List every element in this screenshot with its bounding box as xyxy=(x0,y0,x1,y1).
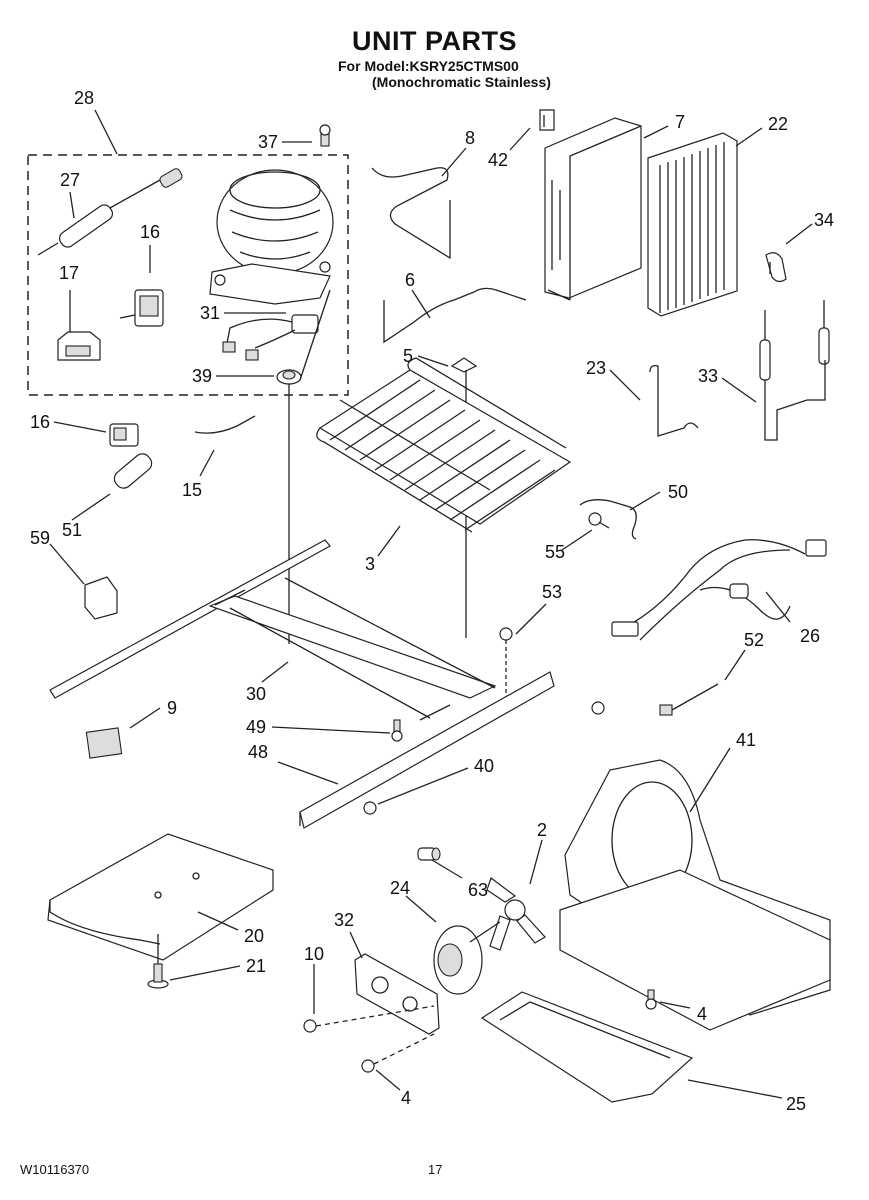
harness-26 xyxy=(611,539,827,641)
page-number: 17 xyxy=(428,1162,443,1177)
callout-49: 49 xyxy=(245,717,267,737)
relay-16b xyxy=(109,423,139,447)
clip-34 xyxy=(765,252,787,283)
condenser-shroud-7 xyxy=(544,117,642,301)
callout-3: 3 xyxy=(364,554,376,574)
callout-16: 16 xyxy=(139,222,161,242)
callout-17: 17 xyxy=(58,263,80,283)
callout-4b: 4 xyxy=(400,1088,412,1108)
wire-50 xyxy=(579,499,637,540)
rod-23 xyxy=(649,364,699,437)
compressor-assembly-box xyxy=(27,154,349,396)
rail-48 xyxy=(299,671,555,829)
callout-9: 9 xyxy=(166,698,178,718)
harness-31 xyxy=(222,314,319,361)
drier-33 xyxy=(759,300,830,441)
callout-40: 40 xyxy=(473,756,495,776)
callout-37: 37 xyxy=(257,132,279,152)
screw-49 xyxy=(391,719,403,742)
callout-34: 34 xyxy=(813,210,835,230)
callout-42: 42 xyxy=(487,150,509,170)
bolt-55 xyxy=(588,512,610,529)
callout-28: 28 xyxy=(73,88,95,108)
callout-51: 51 xyxy=(61,520,83,540)
screw-4a xyxy=(361,1033,435,1073)
foot-21 xyxy=(147,934,169,989)
callout-31: 31 xyxy=(199,303,221,323)
callout-23: 23 xyxy=(585,358,607,378)
grommet-39 xyxy=(276,289,331,644)
callout-59: 59 xyxy=(29,528,51,548)
fan-bracket-41 xyxy=(559,759,831,1031)
condenser-22 xyxy=(647,132,738,317)
evaporator-3 xyxy=(316,357,572,533)
callout-41: 41 xyxy=(735,730,757,750)
screw-37 xyxy=(319,124,331,147)
page-title: UNIT PARTS xyxy=(352,26,517,56)
callout-2: 2 xyxy=(536,820,548,840)
screw-4b xyxy=(645,989,657,1010)
callout-52: 52 xyxy=(743,630,765,650)
callout-20: 20 xyxy=(243,926,265,946)
clip-42 xyxy=(539,109,555,131)
tube-51 xyxy=(113,453,153,489)
screw-53 xyxy=(499,627,513,700)
callout-8: 8 xyxy=(464,128,476,148)
callout-5: 5 xyxy=(402,346,414,366)
fan-blade-2 xyxy=(486,877,546,951)
callout-10: 10 xyxy=(303,944,325,964)
fan-motor-24 xyxy=(433,921,501,995)
leader-lines xyxy=(49,109,813,1099)
relay-16 xyxy=(119,289,164,327)
callout-24: 24 xyxy=(389,878,411,898)
callout-16b: 16 xyxy=(29,412,51,432)
model-number: For Model:KSRY25CTMS00 xyxy=(338,58,519,74)
overload-27 xyxy=(37,168,183,256)
model-variant: (Monochromatic Stainless) xyxy=(372,74,551,90)
callout-32: 32 xyxy=(333,910,355,930)
callout-27: 27 xyxy=(59,170,81,190)
callout-25: 25 xyxy=(785,1094,807,1114)
document-number: W10116370 xyxy=(20,1162,90,1177)
grommet-63 xyxy=(417,847,441,861)
callout-7: 7 xyxy=(674,112,686,132)
bracket-59 xyxy=(84,576,118,620)
callout-39: 39 xyxy=(191,366,213,386)
callout-50: 50 xyxy=(667,482,689,502)
callout-55: 55 xyxy=(544,542,566,562)
drain-pan-25 xyxy=(480,991,694,1103)
tube-6 xyxy=(383,287,527,344)
pad-9 xyxy=(85,727,123,759)
callout-21: 21 xyxy=(245,956,267,976)
screw-10 xyxy=(303,1005,435,1033)
callout-33: 33 xyxy=(697,366,719,386)
wire-15 xyxy=(194,415,256,434)
screw-40 xyxy=(363,701,605,815)
callout-53: 53 xyxy=(541,582,563,602)
compressor xyxy=(209,169,334,305)
callout-26: 26 xyxy=(799,626,821,646)
bracket-32 xyxy=(354,953,440,1035)
callout-30: 30 xyxy=(245,684,267,704)
tray-20 xyxy=(47,833,274,961)
tie-52 xyxy=(659,683,719,716)
callout-6: 6 xyxy=(404,270,416,290)
cover-17 xyxy=(57,331,101,361)
callout-22: 22 xyxy=(767,114,789,134)
callout-63: 63 xyxy=(467,880,489,900)
callout-15: 15 xyxy=(181,480,203,500)
tube-8 xyxy=(371,167,451,260)
callout-48: 48 xyxy=(247,742,269,762)
callout-4: 4 xyxy=(696,1004,708,1024)
frame-30 xyxy=(49,539,497,721)
